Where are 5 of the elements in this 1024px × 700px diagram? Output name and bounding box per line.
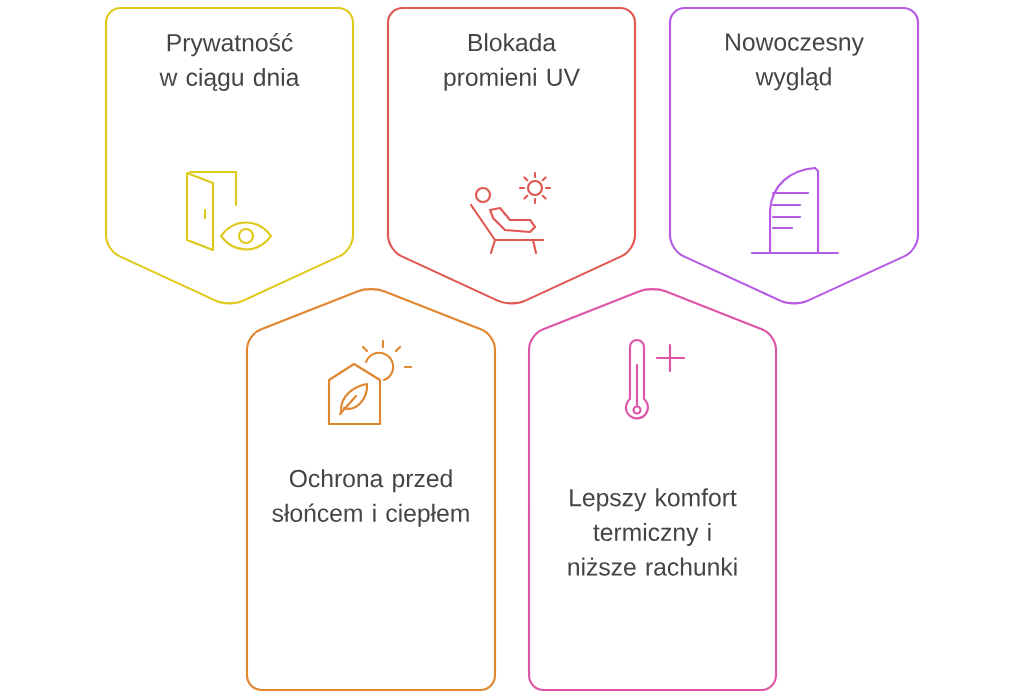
card: Nowoczesny wygląd bbox=[668, 6, 920, 305]
card: Prywatność w ciągu dnia bbox=[104, 6, 355, 305]
card: Ochrona przed słońcem i ciepłem bbox=[245, 288, 497, 692]
card: Blokada promieni UV bbox=[386, 6, 637, 305]
card: Lepszy komfort termiczny i niższe rachunki bbox=[527, 288, 778, 692]
